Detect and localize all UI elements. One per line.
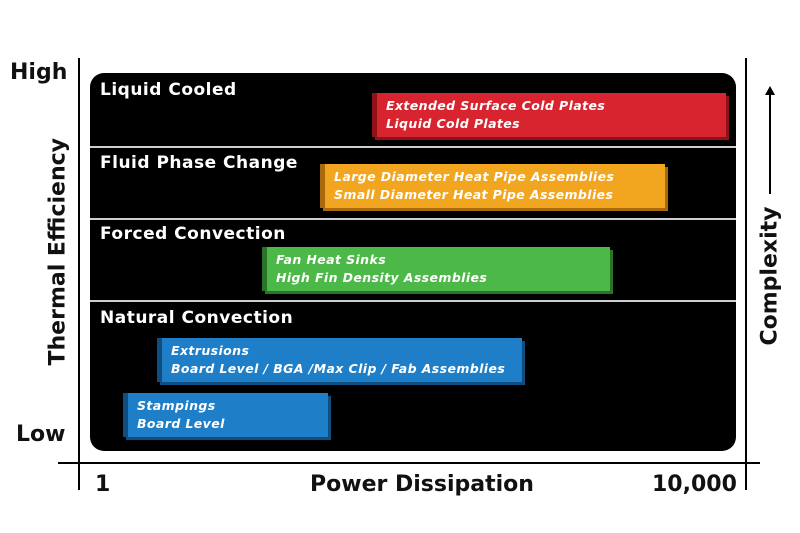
bar-shade [123,393,128,437]
x-axis-min-label: 1 [95,472,111,497]
complexity-title: Complexity [757,206,783,346]
bar-line: Board Level / BGA /Max Clip / Fab Assemb… [171,361,506,376]
bar-line: Stampings [137,398,216,413]
bar-extrusions: Extrusions Board Level / BGA /Max Clip /… [157,338,522,382]
bar-liquid-cold-plates: Extended Surface Cold Plates Liquid Cold… [372,93,726,137]
bar-line: Fan Heat Sinks [276,252,387,267]
bar-line: Extended Surface Cold Plates [386,98,606,113]
bar-fan-heat-sinks: Fan Heat Sinks High Fin Density Assembli… [262,247,610,291]
x-axis-title: Power Dissipation [310,472,534,497]
bar-heat-pipe-assemblies: Large Diameter Heat Pipe Assemblies Smal… [320,164,665,208]
section-title-liquid-cooled: Liquid Cooled [100,80,237,100]
bar-line: Small Diameter Heat Pipe Assemblies [334,187,614,202]
bar-shade [157,338,162,382]
bar-line: Liquid Cold Plates [386,116,521,131]
section-title-forced-convection: Forced Convection [100,224,286,244]
x-axis-max-label: 10,000 [652,472,737,497]
bar-line: High Fin Density Assemblies [276,270,488,285]
y-axis-title: Thermal Efficiency [45,137,71,366]
section-divider [90,218,736,220]
complexity-arrow-head [765,86,775,95]
complexity-arrow-shaft [769,94,771,194]
x-axis-line [58,462,760,464]
y-axis-low-label: Low [16,422,66,447]
bar-shade [320,164,325,208]
bar-line: Extrusions [171,343,250,358]
section-title-natural-convection: Natural Convection [100,308,294,328]
section-divider [90,146,736,148]
right-axis-line [745,58,747,490]
bar-stampings: Stampings Board Level [123,393,328,437]
bar-line: Large Diameter Heat Pipe Assemblies [334,169,615,184]
section-title-fluid-phase-change: Fluid Phase Change [100,153,298,173]
bar-line: Board Level [137,416,225,431]
bar-shade [262,247,267,291]
bar-shade [372,93,377,137]
y-axis-line [78,58,80,490]
section-divider [90,300,736,302]
y-axis-high-label: High [10,60,68,85]
